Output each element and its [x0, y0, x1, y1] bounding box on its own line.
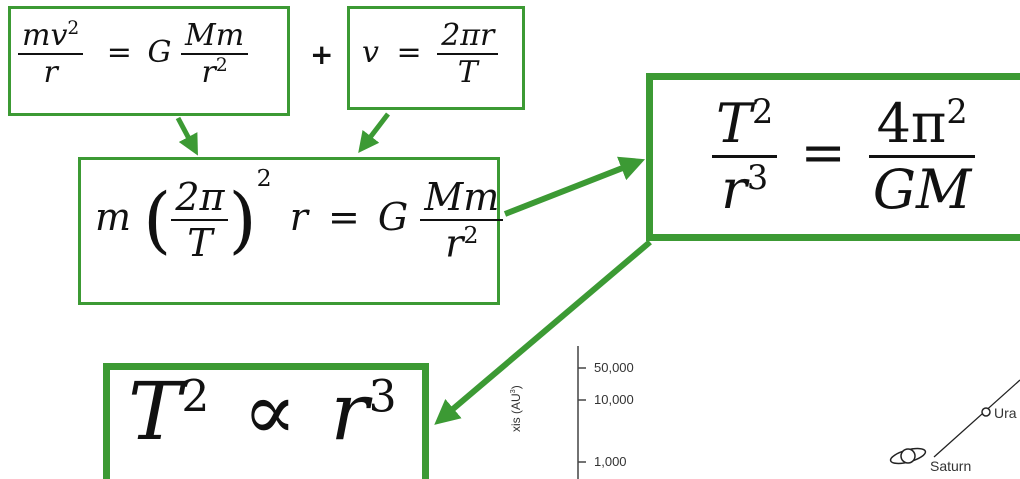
- y-tick-label-10000: 10,000: [594, 392, 634, 407]
- arrow-velocity-to-substituted: [358, 112, 390, 154]
- velocity-box: [347, 6, 525, 110]
- trend-line: [933, 379, 1020, 458]
- plus-sign: +: [310, 38, 334, 71]
- saturn-body: [900, 448, 916, 464]
- kepler-box: [646, 73, 1020, 241]
- uranus-point: [981, 407, 991, 417]
- y-axis-label: xis (AU3): [508, 385, 523, 432]
- arrow-substituted-to-kepler: [503, 156, 646, 217]
- kepler-equation: T2 r3 = 4π2 GM: [712, 92, 976, 221]
- substituted-box: [78, 157, 500, 305]
- substituted-equation: m ( 2π T )2 r = G Mm r2: [95, 164, 504, 266]
- planet-label-saturn: Saturn: [930, 458, 972, 474]
- proportional-box: [103, 363, 429, 479]
- arrow-kepler-to-proportional: [434, 239, 652, 425]
- velocity-equation: v = 2πr T: [362, 18, 499, 90]
- arrow-force-to-substituted: [175, 116, 198, 156]
- planet-label-uranus: Ura: [994, 405, 1017, 421]
- proportional-equation: T2 ∝ r3: [128, 365, 397, 458]
- force-balance-box: [8, 6, 290, 116]
- y-tick-label-50000: 50,000: [594, 360, 634, 375]
- y-tick-label-1000: 1,000: [594, 454, 627, 469]
- force-balance-equation: mv2 r = G Mm r2: [18, 18, 249, 90]
